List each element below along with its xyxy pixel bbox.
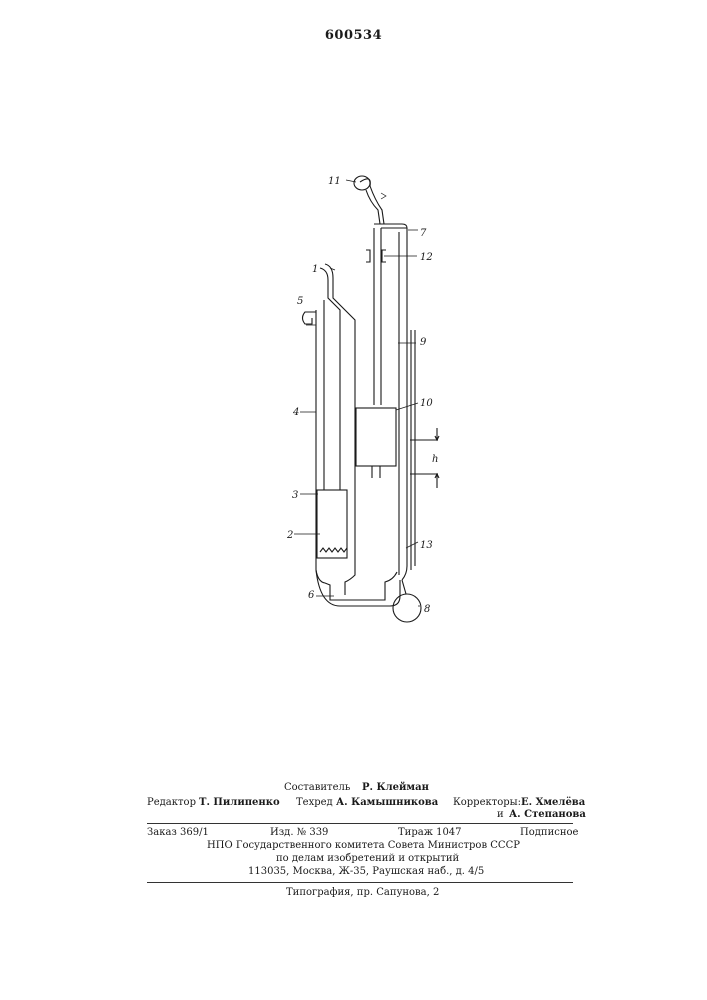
techred-name: А. Камышникова bbox=[336, 797, 438, 808]
printer: Типография, пр. Сапунова, 2 bbox=[286, 887, 439, 898]
address: 113035, Москва, Ж-35, Раушская наб., д. … bbox=[248, 866, 484, 877]
correctors-label: Корректоры: bbox=[453, 797, 521, 808]
corrector-2-prefix: и bbox=[497, 809, 504, 820]
compiler-label: Составитель bbox=[284, 782, 350, 793]
corrector-1: Е. Хмелёва bbox=[521, 797, 585, 808]
editor-name: Т. Пилипенко bbox=[199, 797, 280, 808]
org-line-1: НПО Государственного комитета Совета Мин… bbox=[207, 840, 520, 851]
rule-top bbox=[147, 823, 573, 824]
rule-bottom bbox=[147, 882, 573, 883]
compiler-name: Р. Клейман bbox=[362, 782, 429, 793]
subscription: Подписное bbox=[520, 827, 578, 838]
corrector-2: А. Степанова bbox=[509, 809, 586, 820]
techred-label: Техред bbox=[296, 797, 333, 808]
edition-number: Изд. № 339 bbox=[270, 827, 328, 838]
circulation: Тираж 1047 bbox=[398, 827, 462, 838]
org-line-2: по делам изобретений и открытий bbox=[276, 853, 459, 864]
order-number: Заказ 369/1 bbox=[147, 827, 209, 838]
editor-label: Редактор bbox=[147, 797, 196, 808]
